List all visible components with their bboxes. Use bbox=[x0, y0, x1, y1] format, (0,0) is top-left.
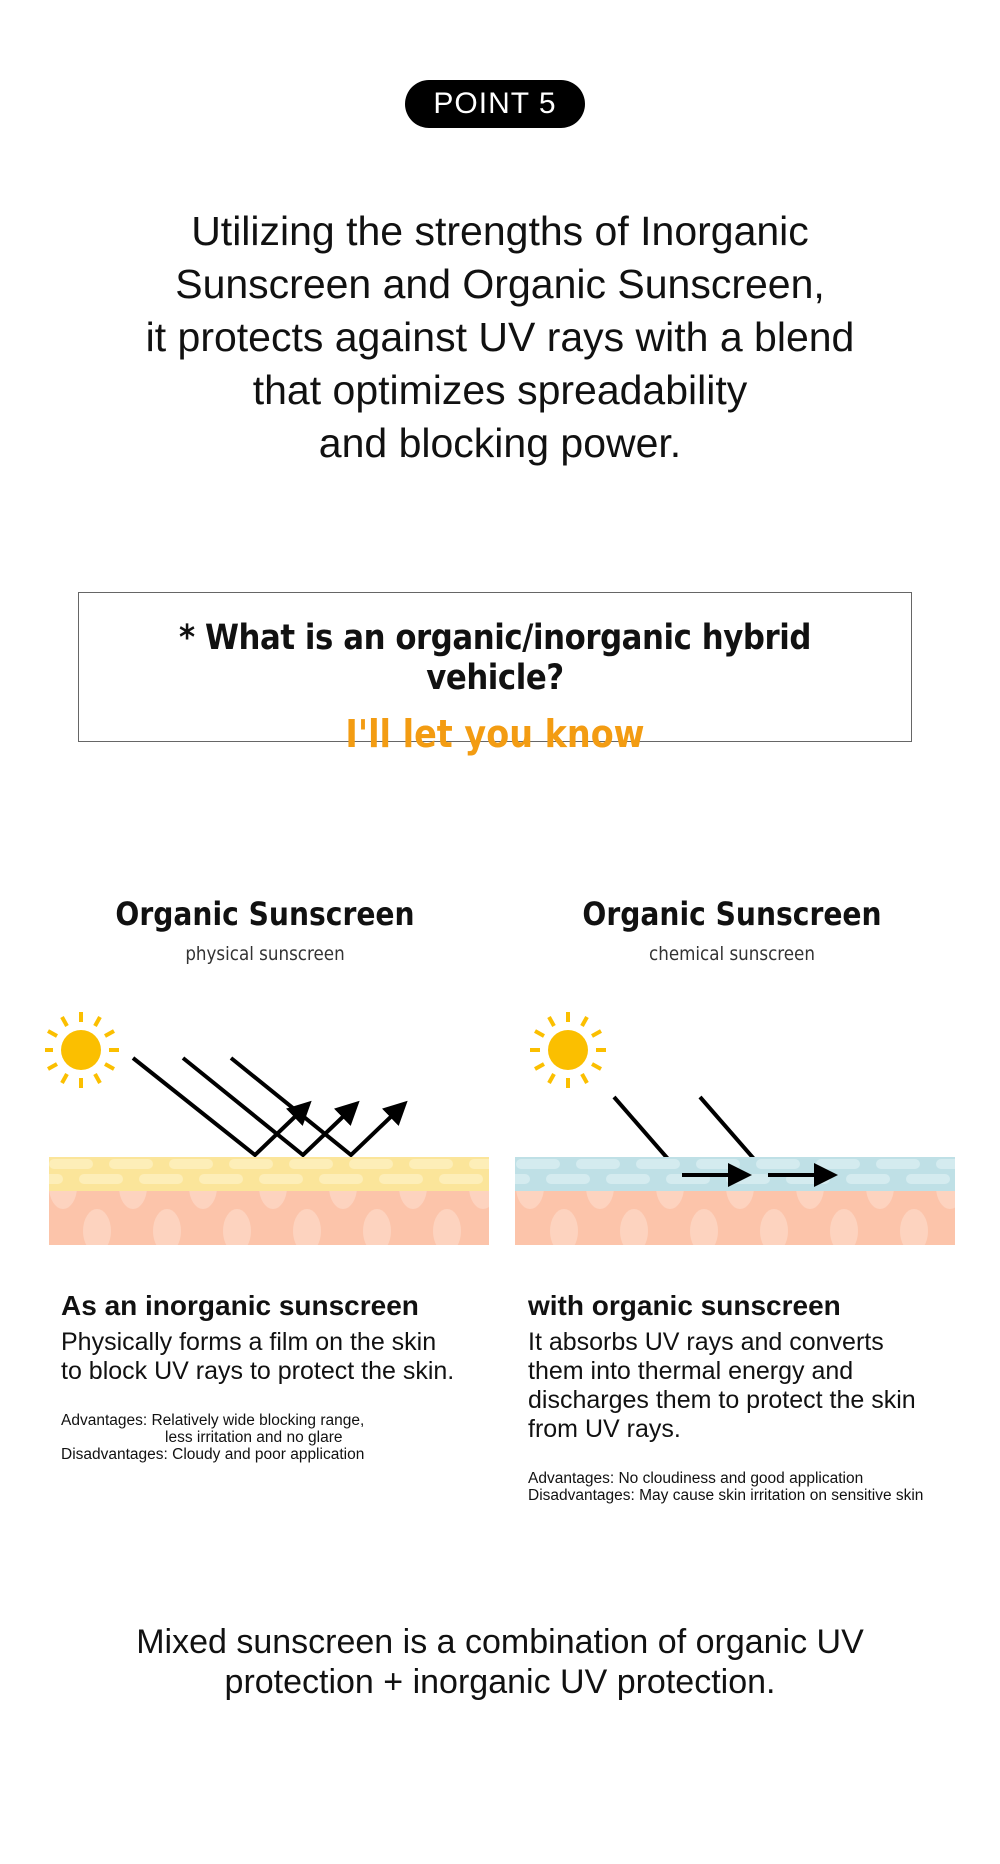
desc-line: It absorbs UV rays and converts bbox=[528, 1328, 884, 1356]
desc-heading: with organic sunscreen bbox=[528, 1290, 841, 1321]
headline-line: it protects against UV rays with a blend bbox=[145, 314, 855, 360]
disadvantages-text: Disadvantages: Cloudy and poor applicati… bbox=[61, 1446, 365, 1463]
question-text: * What is an organic/inorganic hybrid ve… bbox=[179, 618, 811, 698]
panel-chemical: Organic Sunscreen chemical sunscreen bbox=[512, 895, 955, 1245]
point-badge: POINT 5 bbox=[405, 80, 585, 128]
advantages-text: Advantages: No cloudiness and good appli… bbox=[528, 1470, 864, 1487]
desc-notes: Advantages: No cloudiness and good appli… bbox=[528, 1470, 923, 1504]
inorganic-description: As an inorganic sunscreen Physically for… bbox=[61, 1290, 454, 1463]
summary-text: Mixed sunscreen is a combination of orga… bbox=[0, 1622, 1000, 1702]
desc-line: Physically forms a film on the skin bbox=[61, 1328, 437, 1356]
sun-icon bbox=[530, 1012, 606, 1088]
desc-line: them into thermal energy and bbox=[528, 1357, 854, 1385]
uv-ray-arrows bbox=[131, 1056, 408, 1158]
desc-body: Physically forms a film on the skin to b… bbox=[61, 1328, 454, 1386]
sun-icon bbox=[45, 1012, 119, 1088]
desc-notes: Advantages: Relatively wide blocking ran… bbox=[61, 1412, 454, 1463]
disadvantages-text: Disadvantages: May cause skin irritation… bbox=[528, 1487, 924, 1504]
organic-description: with organic sunscreen It absorbs UV ray… bbox=[528, 1290, 923, 1504]
advantages-text: Advantages: Relatively wide blocking ran… bbox=[61, 1412, 365, 1429]
desc-line: to block UV rays to protect the skin. bbox=[61, 1357, 455, 1385]
answer-text: I'll let you know bbox=[345, 712, 645, 756]
absorption-diagram bbox=[515, 1012, 955, 1245]
headline-line: Sunscreen and Organic Sunscreen, bbox=[175, 261, 825, 307]
question-box: * What is an organic/inorganic hybrid ve… bbox=[78, 592, 912, 756]
desc-body: It absorbs UV rays and converts them int… bbox=[528, 1328, 923, 1444]
panel-subtitle: physical sunscreen bbox=[185, 943, 345, 965]
headline-line: that optimizes spreadability bbox=[252, 367, 748, 413]
panel-physical: Organic Sunscreen physical sunscreen bbox=[45, 895, 489, 1245]
panel-subtitle: chemical sunscreen bbox=[649, 943, 815, 965]
desc-line: from UV rays. bbox=[528, 1415, 681, 1443]
panel-title: Organic Sunscreen bbox=[115, 895, 415, 933]
headline-line: Utilizing the strengths of Inorganic bbox=[191, 208, 809, 254]
headline-line: and blocking power. bbox=[318, 420, 682, 466]
advantages-text-cont: less irritation and no glare bbox=[165, 1429, 343, 1446]
badge-label: POINT 5 bbox=[433, 87, 557, 120]
headline: Utilizing the strengths of Inorganic Sun… bbox=[0, 205, 1000, 470]
summary-line: protection + inorganic UV protection. bbox=[224, 1663, 776, 1701]
panel-title: Organic Sunscreen bbox=[582, 895, 882, 933]
summary-line: Mixed sunscreen is a combination of orga… bbox=[136, 1623, 864, 1661]
desc-line: discharges them to protect the skin bbox=[528, 1386, 916, 1414]
reflection-diagram bbox=[45, 1012, 489, 1245]
desc-heading: As an inorganic sunscreen bbox=[61, 1290, 419, 1321]
